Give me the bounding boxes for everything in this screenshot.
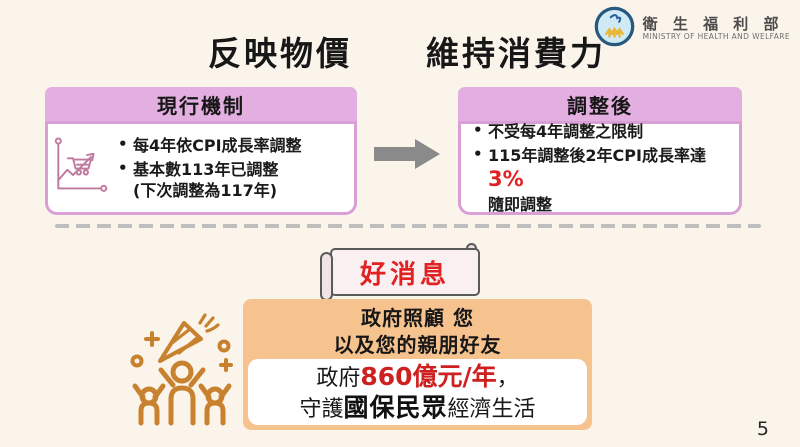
bullet-cpi-3pct-suffix: 隨即調整 <box>488 194 553 214</box>
detail-prefix: 政府 <box>316 365 361 391</box>
detail2-suffix: 經濟生活 <box>447 397 536 422</box>
caption-line2: 以及您的親朋好友 <box>333 333 502 357</box>
mohw-logo: 衛 生 福 利 部 MINISTRY OF HEALTH AND WELFARE <box>594 6 790 51</box>
arrow-head <box>415 139 440 169</box>
bullet-no-4year-limit: 不受每4年調整之限制 <box>469 121 731 142</box>
dashed-divider <box>55 224 761 228</box>
cpi-3pct-highlight: 3% <box>488 167 524 192</box>
bullet-base-adjusted-text: 基本數113年已調整 <box>133 159 279 179</box>
bullet-base-adjusted: 基本數113年已調整 (下次調整為117年) <box>114 159 302 201</box>
bullet-next-adjustment-note: (下次調整為117年) <box>133 181 278 201</box>
after-adjustment-box: 調整後 不受每4年調整之限制 115年調整後2年CPI成長率達3% 隨即調整 <box>458 87 742 215</box>
cart-chart-icon <box>50 131 114 205</box>
detail2-prefix: 守護 <box>299 397 344 422</box>
bullet-cpi-4year: 每4年依CPI成長率調整 <box>114 135 302 156</box>
good-news-panel: 政府照顧 您 以及您的親朋好友 政府860億元/年， 守護國保民眾經濟生活 <box>243 299 592 430</box>
panel-detail-card: 政府860億元/年， 守護國保民眾經濟生活 <box>248 359 587 425</box>
detail-comma: ， <box>496 365 519 391</box>
after-adjustment-header: 調整後 <box>458 87 742 121</box>
caption-line1: 政府照顧 您 <box>361 306 474 330</box>
celebration-people-icon <box>127 309 237 431</box>
page-number: 5 <box>756 418 769 440</box>
detail-line2: 守護國保民眾經濟生活 <box>299 392 535 424</box>
mohw-seal-icon <box>594 6 635 51</box>
national-pension-public: 國保民眾 <box>343 393 448 422</box>
current-mechanism-box: 現行機制 每4年依CPI成長率調整 基本數113年已調整 <box>45 87 357 215</box>
budget-amount: 860億元/年 <box>360 361 497 391</box>
good-news-banner: 好消息 <box>320 243 482 301</box>
after-adjustment-bullets: 不受每4年調整之限制 115年調整後2年CPI成長率達3% 隨即調整 <box>469 118 731 218</box>
heading-reflect-prices: 反映物價 <box>208 34 352 73</box>
bullet-cpi-3pct: 115年調整後2年CPI成長率達3% 隨即調整 <box>469 145 731 215</box>
good-news-banner-body: 好消息 <box>330 248 480 296</box>
current-mechanism-header: 現行機制 <box>45 87 357 121</box>
current-mechanism-bullets: 每4年依CPI成長率調整 基本數113年已調整 (下次調整為117年) <box>114 132 302 204</box>
panel-caption: 政府照顧 您 以及您的親朋好友 <box>243 299 592 359</box>
arrow-shaft <box>374 147 415 161</box>
current-mechanism-body: 每4年依CPI成長率調整 基本數113年已調整 (下次調整為117年) <box>45 121 357 215</box>
detail-line1: 政府860億元/年， <box>316 361 518 393</box>
logo-name-zh: 衛 生 福 利 部 <box>642 14 784 33</box>
good-news-label: 好消息 <box>359 259 450 290</box>
bullet-cpi-3pct-prefix: 115年調整後2年CPI成長率達 <box>488 146 706 166</box>
heading-maintain-purchasing-power: 維持消費力 <box>426 34 606 73</box>
logo-name-en: MINISTRY OF HEALTH AND WELFARE <box>642 32 790 42</box>
transition-arrow-icon <box>374 139 440 169</box>
after-adjustment-body: 不受每4年調整之限制 115年調整後2年CPI成長率達3% 隨即調整 <box>458 121 742 215</box>
scroll-roll-icon <box>320 252 333 301</box>
